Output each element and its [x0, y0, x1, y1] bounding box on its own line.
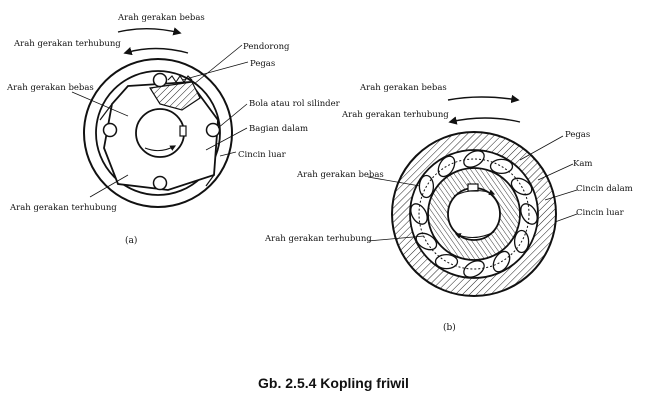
label-a-locked-bottom: Arah gerakan terhubung [9, 203, 117, 213]
roller-bottom [152, 175, 168, 191]
label-b-locked-bottom: Arah gerakan terhubung [264, 234, 372, 244]
garter-spring [418, 158, 530, 270]
bore-b [447, 187, 501, 241]
free-direction-arrow-a [117, 27, 182, 36]
label-a-free-left: Arah gerakan bebas [6, 83, 94, 93]
cam-element [489, 158, 514, 175]
cam-element [463, 150, 485, 168]
label-kam: Kam [573, 159, 592, 169]
roller-right [205, 122, 221, 138]
locked-direction-arrow-a [123, 47, 189, 56]
cam-element [415, 232, 438, 251]
label-a-free-top: Arah gerakan bebas [117, 13, 205, 23]
cam-ring [410, 150, 538, 278]
label-bola: Bola atau rol silinder [249, 99, 341, 109]
outer-ring-a [83, 58, 233, 208]
figure-a: Arah gerakan bebas Arah gerakan terhubun… [6, 13, 341, 246]
pusher-block [149, 81, 201, 111]
label-bagian-dalam: Bagian dalam [249, 124, 308, 134]
label-b-free-top: Arah gerakan bebas [359, 83, 447, 93]
leaders-a [71, 44, 249, 198]
label-pendorong: Pendorong [243, 42, 290, 52]
label-b-free-left: Arah gerakan bebas [296, 170, 384, 180]
label-b-cincin-luar: Cincin luar [576, 208, 625, 218]
label-a-locked-top: Arah gerakan terhubung [13, 39, 121, 49]
roller-left [102, 122, 118, 138]
label-a-pegas: Pegas [250, 59, 275, 69]
label-cincin-dalam: Cincin dalam [576, 184, 633, 194]
label-b-locked-top: Arah gerakan terhubung [341, 110, 449, 120]
figure-b: Arah gerakan bebas Arah gerakan terhubun… [264, 83, 633, 333]
label-a-cincin-luar: Cincin luar [238, 150, 287, 160]
label-b-pegas: Pegas [565, 130, 590, 140]
sublabel-a: (a) [125, 235, 137, 246]
free-direction-arrow-b [447, 94, 520, 104]
keyway-a [179, 125, 187, 137]
sublabel-b: (b) [443, 322, 456, 333]
bore-a [135, 108, 185, 158]
leaders-b [367, 135, 578, 242]
roller-top [152, 72, 168, 88]
locked-direction-arrow-b [448, 116, 521, 125]
cam-element [463, 260, 485, 278]
figure-caption: Gb. 2.5.4 Kopling friwil [258, 375, 409, 391]
spring-a [167, 75, 193, 83]
